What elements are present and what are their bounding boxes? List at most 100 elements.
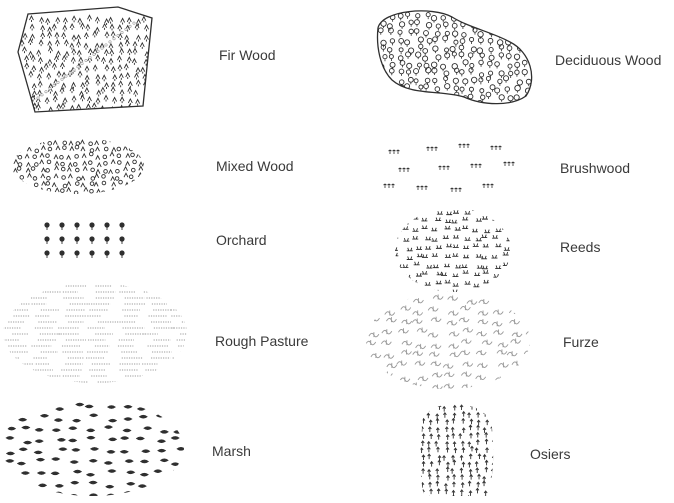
reed-tuft	[446, 212, 452, 215]
reed-tuft	[422, 254, 428, 257]
mixed-tree-mark	[46, 169, 50, 173]
osier-mark	[445, 427, 448, 432]
fir-tree-mark	[142, 17, 146, 23]
mixed-tree-mark	[124, 138, 128, 142]
furze-mark	[369, 299, 379, 304]
deciduous-tree-mark	[495, 88, 500, 93]
osier-mark	[491, 476, 494, 481]
marsh-mark	[52, 429, 60, 432]
osier-mark	[478, 454, 481, 459]
furze-mark	[385, 311, 395, 316]
mixed-tree-mark	[81, 183, 85, 187]
marsh-mark	[124, 405, 132, 408]
mixed-tree-mark	[67, 188, 71, 192]
deciduous-tree-mark	[390, 87, 395, 92]
fir-tree-mark	[113, 75, 117, 81]
deciduous-tree-mark	[535, 55, 540, 60]
mixed-tree-mark	[97, 189, 101, 193]
fir-tree-mark	[72, 35, 76, 41]
deciduous-tree-mark	[416, 52, 421, 57]
furze-mark	[467, 300, 477, 305]
deciduous-tree-mark	[481, 95, 485, 99]
reed-tuft	[465, 237, 471, 240]
fir-tree-mark	[49, 107, 53, 113]
deciduous-tree-mark	[532, 48, 537, 53]
deciduous-tree-mark	[383, 55, 387, 59]
furze-mark	[449, 331, 459, 336]
fir-tree-mark	[101, 58, 105, 64]
mixed-tree-mark	[112, 148, 116, 152]
marsh-mark	[74, 470, 82, 473]
mixed-tree-mark	[96, 170, 100, 174]
deciduous-tree-mark	[508, 31, 513, 36]
fir-tree-mark	[37, 50, 41, 56]
marsh-mark	[52, 458, 60, 461]
fir-tree-mark	[151, 64, 155, 70]
osier-mark	[427, 442, 430, 447]
fir-tree-mark	[36, 104, 40, 110]
deciduous-tree-mark	[450, 102, 454, 106]
furze-mark	[515, 371, 525, 376]
mixed-tree-mark	[34, 140, 38, 144]
osier-mark	[469, 491, 472, 496]
reed-tuft	[503, 219, 509, 222]
reed-tuft	[441, 272, 447, 275]
furze-mark	[387, 363, 397, 368]
furze-icon	[365, 294, 540, 392]
fir-tree-mark	[29, 71, 33, 77]
marsh-mark	[69, 427, 77, 430]
reed-tuft	[392, 253, 398, 256]
fir-tree-mark	[71, 58, 75, 64]
deciduous-tree-mark	[516, 103, 521, 108]
osier-mark	[491, 426, 494, 431]
fir-tree-mark	[111, 67, 115, 73]
osier-mark	[446, 435, 449, 440]
furze-mark	[509, 309, 519, 314]
brush-tuft	[487, 184, 490, 188]
osier-mark	[460, 405, 463, 410]
reed-tuft	[403, 238, 409, 241]
reed-tuft	[491, 255, 497, 258]
deciduous-tree-mark	[495, 62, 500, 67]
osier-mark	[476, 468, 479, 473]
mixed-tree-mark	[11, 141, 15, 145]
fir-tree-mark	[81, 23, 85, 29]
mixed-tree-mark	[55, 162, 59, 166]
brush-tuft	[467, 144, 470, 148]
mixed-tree-mark	[117, 154, 121, 158]
deciduous-tree-mark	[445, 84, 450, 89]
osier-mark	[446, 420, 449, 425]
reed-tuft	[495, 244, 501, 247]
marsh-mark	[139, 415, 147, 418]
mixed-tree-mark	[91, 168, 95, 172]
reed-tuft	[402, 264, 408, 267]
deciduous-tree-mark	[497, 22, 502, 27]
reed-tuft	[482, 266, 488, 269]
reed-tuft	[476, 254, 482, 257]
fir-tree-mark	[109, 59, 113, 65]
fir-tree-mark	[48, 32, 52, 38]
deciduous-tree-mark	[462, 33, 466, 37]
reed-tuft	[412, 216, 418, 219]
marsh-mark	[89, 481, 97, 484]
marsh-mark	[177, 493, 185, 496]
osier-mark	[446, 467, 449, 472]
osier-mark	[438, 405, 441, 410]
marsh-mark	[34, 404, 42, 407]
deciduous-tree-mark	[516, 14, 521, 19]
mixed-tree-mark	[76, 142, 80, 146]
fir-tree-mark	[62, 33, 66, 39]
osier-mark	[430, 434, 433, 439]
reed-tuft	[421, 207, 427, 210]
fir-tree-mark	[70, 106, 74, 112]
mixed-tree-mark	[13, 176, 17, 180]
mixed-tree-mark	[102, 175, 106, 179]
mixed-tree-mark	[54, 155, 58, 159]
mixed-tree-mark	[33, 177, 37, 181]
deciduous-tree-mark	[389, 68, 394, 73]
osier-mark	[477, 482, 480, 487]
deciduous-tree-mark	[378, 28, 383, 33]
osier-mark	[443, 407, 446, 412]
orchard-tree	[74, 222, 79, 227]
osier-mark	[422, 490, 425, 495]
